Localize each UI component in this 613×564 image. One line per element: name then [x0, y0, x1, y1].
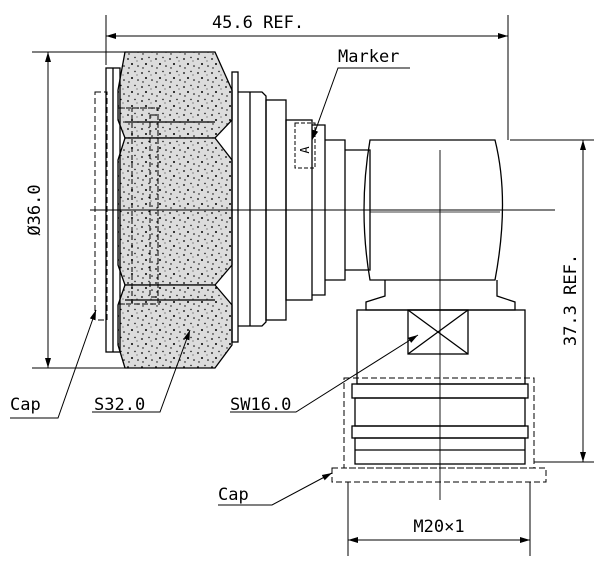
left-cap-outline [94, 91, 108, 321]
bottom-cap-outline [331, 377, 547, 483]
inner-contact-hidden [118, 107, 160, 305]
flange [231, 71, 267, 343]
cap-bottom-label: Cap [218, 485, 249, 505]
overall-length-label: 45.6 REF. [212, 13, 304, 33]
marker-letter: A [298, 146, 312, 154]
marker-box [294, 122, 316, 169]
dim-thread-lines [347, 482, 531, 556]
leader-lines [10, 67, 419, 506]
marker-label: Marker [338, 47, 399, 67]
diameter-label: Ø36.0 [25, 184, 45, 235]
dim-diameter-lines [32, 51, 125, 369]
centerlines [90, 150, 555, 500]
wrench-size-label: SW16.0 [230, 395, 291, 415]
height-label: 37.3 REF. [561, 254, 581, 346]
coupling-nut [117, 51, 233, 369]
dim-height-lines [510, 139, 594, 463]
wrench-flat-section [356, 280, 526, 385]
dim-overall-length-lines [105, 15, 509, 140]
elbow-body [363, 139, 504, 281]
hex-size-label: S32.0 [94, 395, 145, 415]
cap-left-label: Cap [10, 395, 41, 415]
thread-label: M20×1 [413, 517, 464, 537]
